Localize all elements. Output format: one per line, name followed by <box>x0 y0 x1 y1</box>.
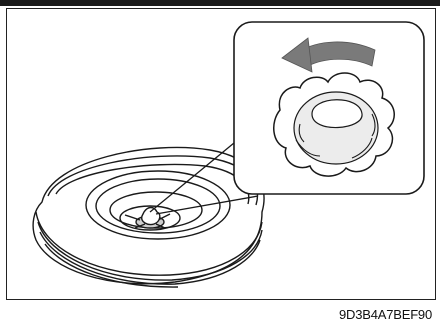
spare-tire-icon <box>33 147 264 287</box>
figure-code: 9D3B4A7BEF90 <box>339 307 432 322</box>
